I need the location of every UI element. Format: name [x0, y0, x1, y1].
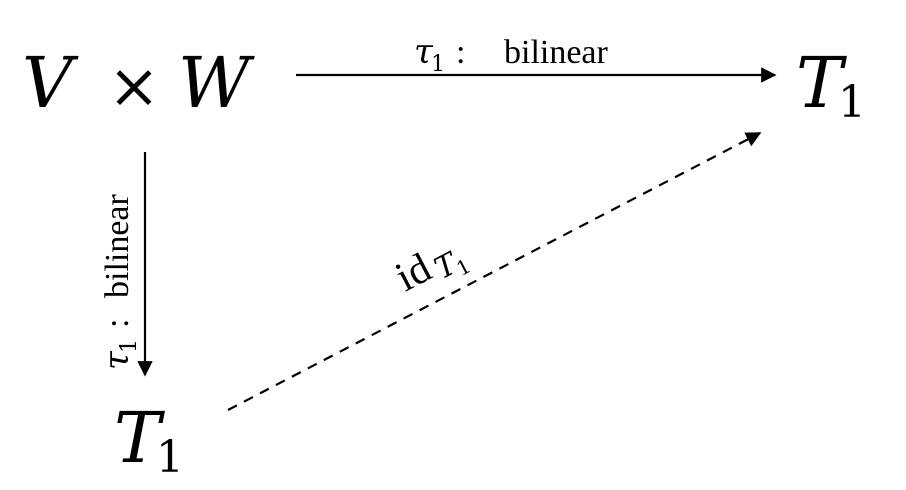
- arrow-diagonal-id: id: [388, 245, 438, 301]
- arrow-top: τ 1 : bilinear: [296, 32, 777, 83]
- node-target-bottom-base: T: [114, 397, 165, 479]
- node-source: V × W: [22, 42, 255, 124]
- arrow-left-label-group: τ 1 : bilinear: [97, 193, 142, 370]
- arrow-left-sep: :: [99, 319, 136, 328]
- node-source-v: V: [22, 42, 79, 124]
- arrow-top-label: bilinear: [504, 34, 609, 71]
- node-source-times: ×: [108, 49, 160, 122]
- node-target-right-base: T: [796, 42, 847, 124]
- arrow-diagonal: id T 1: [227, 132, 762, 411]
- node-target-right-sub: 1: [838, 77, 866, 128]
- arrow-top-sep: :: [456, 34, 465, 71]
- node-target-bottom: T 1: [114, 397, 184, 483]
- arrow-top-sub: 1: [431, 52, 445, 77]
- arrow-left-label: bilinear: [99, 193, 136, 298]
- node-source-w: W: [178, 42, 255, 124]
- node-target-right: T 1: [796, 42, 866, 128]
- node-target-bottom-sub: 1: [156, 432, 184, 483]
- arrow-diagonal-line: [227, 132, 762, 411]
- arrow-left: τ 1 : bilinear: [97, 152, 153, 377]
- arrow-left-tau: τ: [97, 350, 137, 370]
- arrow-diagonal-label-group: id T 1: [388, 245, 474, 301]
- arrow-left-sub: 1: [117, 339, 142, 353]
- arrow-top-tau: τ: [414, 32, 434, 72]
